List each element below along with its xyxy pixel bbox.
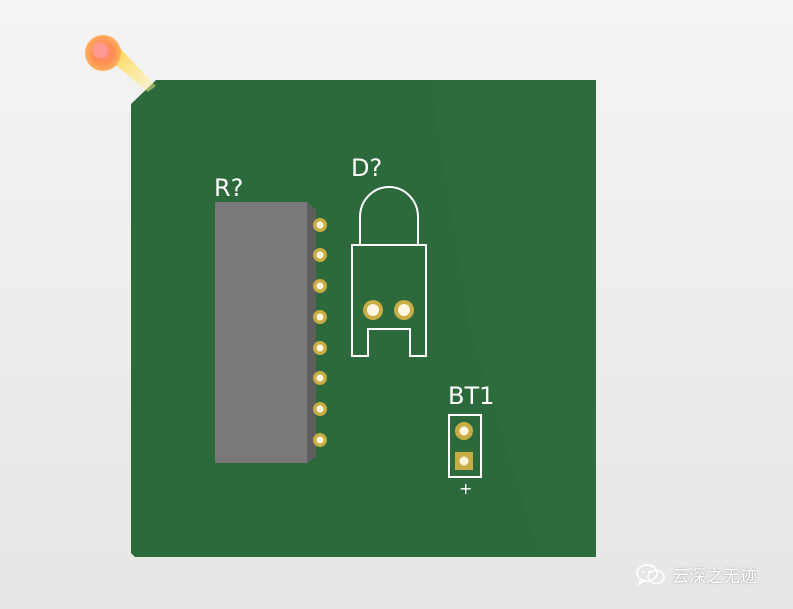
resistor-side (307, 202, 316, 463)
diode-component[interactable]: D? (351, 154, 427, 357)
resistor-body (215, 202, 307, 463)
watermark: 云深之无迹 (636, 562, 757, 587)
battery-component[interactable]: BT1 + (448, 382, 494, 498)
wechat-icon (636, 563, 665, 586)
resistor-component[interactable]: R? (214, 174, 327, 463)
watermark-text: 云深之无迹 (672, 567, 757, 587)
pcb-board[interactable] (131, 80, 596, 557)
battery-polarity: + (459, 479, 472, 498)
diode-label: D? (351, 154, 382, 182)
board-sheen (430, 80, 596, 557)
battery-label: BT1 (448, 382, 494, 410)
resistor-pads (313, 218, 327, 447)
diode-outline-dome (359, 186, 419, 245)
diode-outline-body (351, 244, 427, 357)
battery-outline (448, 414, 482, 478)
light-source-icon[interactable] (85, 35, 156, 92)
resistor-label: R? (214, 174, 243, 202)
